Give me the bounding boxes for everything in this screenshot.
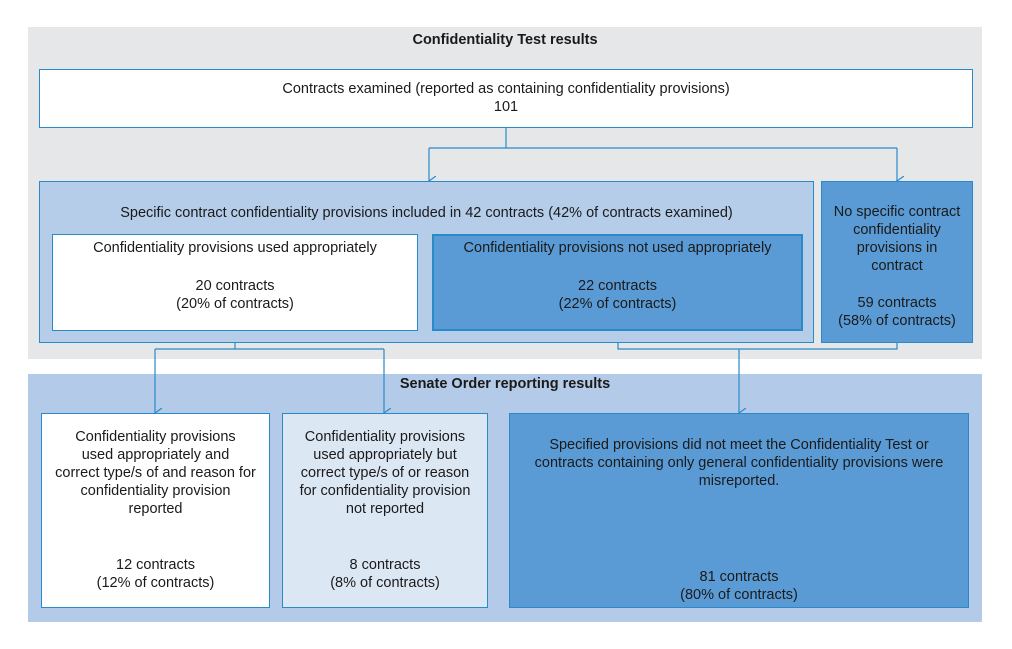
connector-examined-split [429,128,897,149]
misreported-line-3: misreported. [698,473,780,489]
senate-order-title: Senate Order reporting results [399,376,611,392]
no-specific-label-line-4: contract [871,258,923,274]
specific-provisions-label: Specific contract confidentiality provis… [120,205,733,221]
not-reported-line-2: used appropriately but [313,447,457,463]
not-used-appropriately-box: Confidentiality provisions not used appr… [432,234,803,331]
no-specific-label-line-2: confidentiality [853,222,941,238]
misreported-box: Specified provisions did not meet the Co… [509,413,969,608]
reported-correctly-line-1: Confidentiality provisions [75,429,236,445]
used-appropriately-label: Confidentiality provisions used appropri… [93,240,377,256]
not-used-appropriately-label: Confidentiality provisions not used appr… [463,240,772,256]
reported-correctly-line-4: confidentiality provision [80,483,231,499]
not-used-appropriately-count: 22 contracts [578,278,657,294]
not-reported-line-5: not reported [345,501,425,517]
not-reported-line-3: correct type/s of or reason [300,465,470,481]
reported-correctly-count: 12 contracts [116,557,195,573]
contracts-examined-label: Contracts examined (reported as containi… [282,81,730,97]
not-reported-box: Confidentiality provisions used appropri… [282,413,488,608]
contracts-examined-box: Contracts examined (reported as containi… [39,69,973,128]
no-specific-pct: (58% of contracts) [838,313,956,329]
misreported-count: 81 contracts [699,569,779,585]
confidentiality-test-title: Confidentiality Test results [412,32,598,48]
no-specific-count: 59 contracts [857,295,937,311]
not-reported-count: 8 contracts [349,557,421,573]
reported-correctly-line-5: reported [128,501,183,517]
reported-correctly-line-2: used appropriately and [81,447,230,463]
no-specific-label-line-1: No specific contract [833,204,961,220]
not-reported-line-4: for confidentiality provision [299,483,471,499]
no-specific-label-line-3: provisions in [856,240,938,256]
used-appropriately-box: Confidentiality provisions used appropri… [52,234,418,331]
not-reported-line-1: Confidentiality provisions [304,429,466,445]
reported-correctly-box: Confidentiality provisions used appropri… [41,413,270,608]
not-used-appropriately-pct: (22% of contracts) [558,296,677,312]
used-appropriately-count: 20 contracts [195,278,275,294]
reported-correctly-line-3: correct type/s of and reason for [55,465,256,481]
used-appropriately-pct: (20% of contracts) [176,296,294,312]
misreported-line-1: Specified provisions did not meet the Co… [549,437,929,453]
no-specific-provisions-box: No specific contract confidentiality pro… [821,181,973,343]
reported-correctly-pct: (12% of contracts) [96,575,215,591]
misreported-line-2: contracts containing only general confid… [534,455,944,471]
contracts-examined-count: 101 [493,99,519,115]
not-reported-pct: (8% of contracts) [330,575,440,591]
misreported-pct: (80% of contracts) [680,587,798,603]
